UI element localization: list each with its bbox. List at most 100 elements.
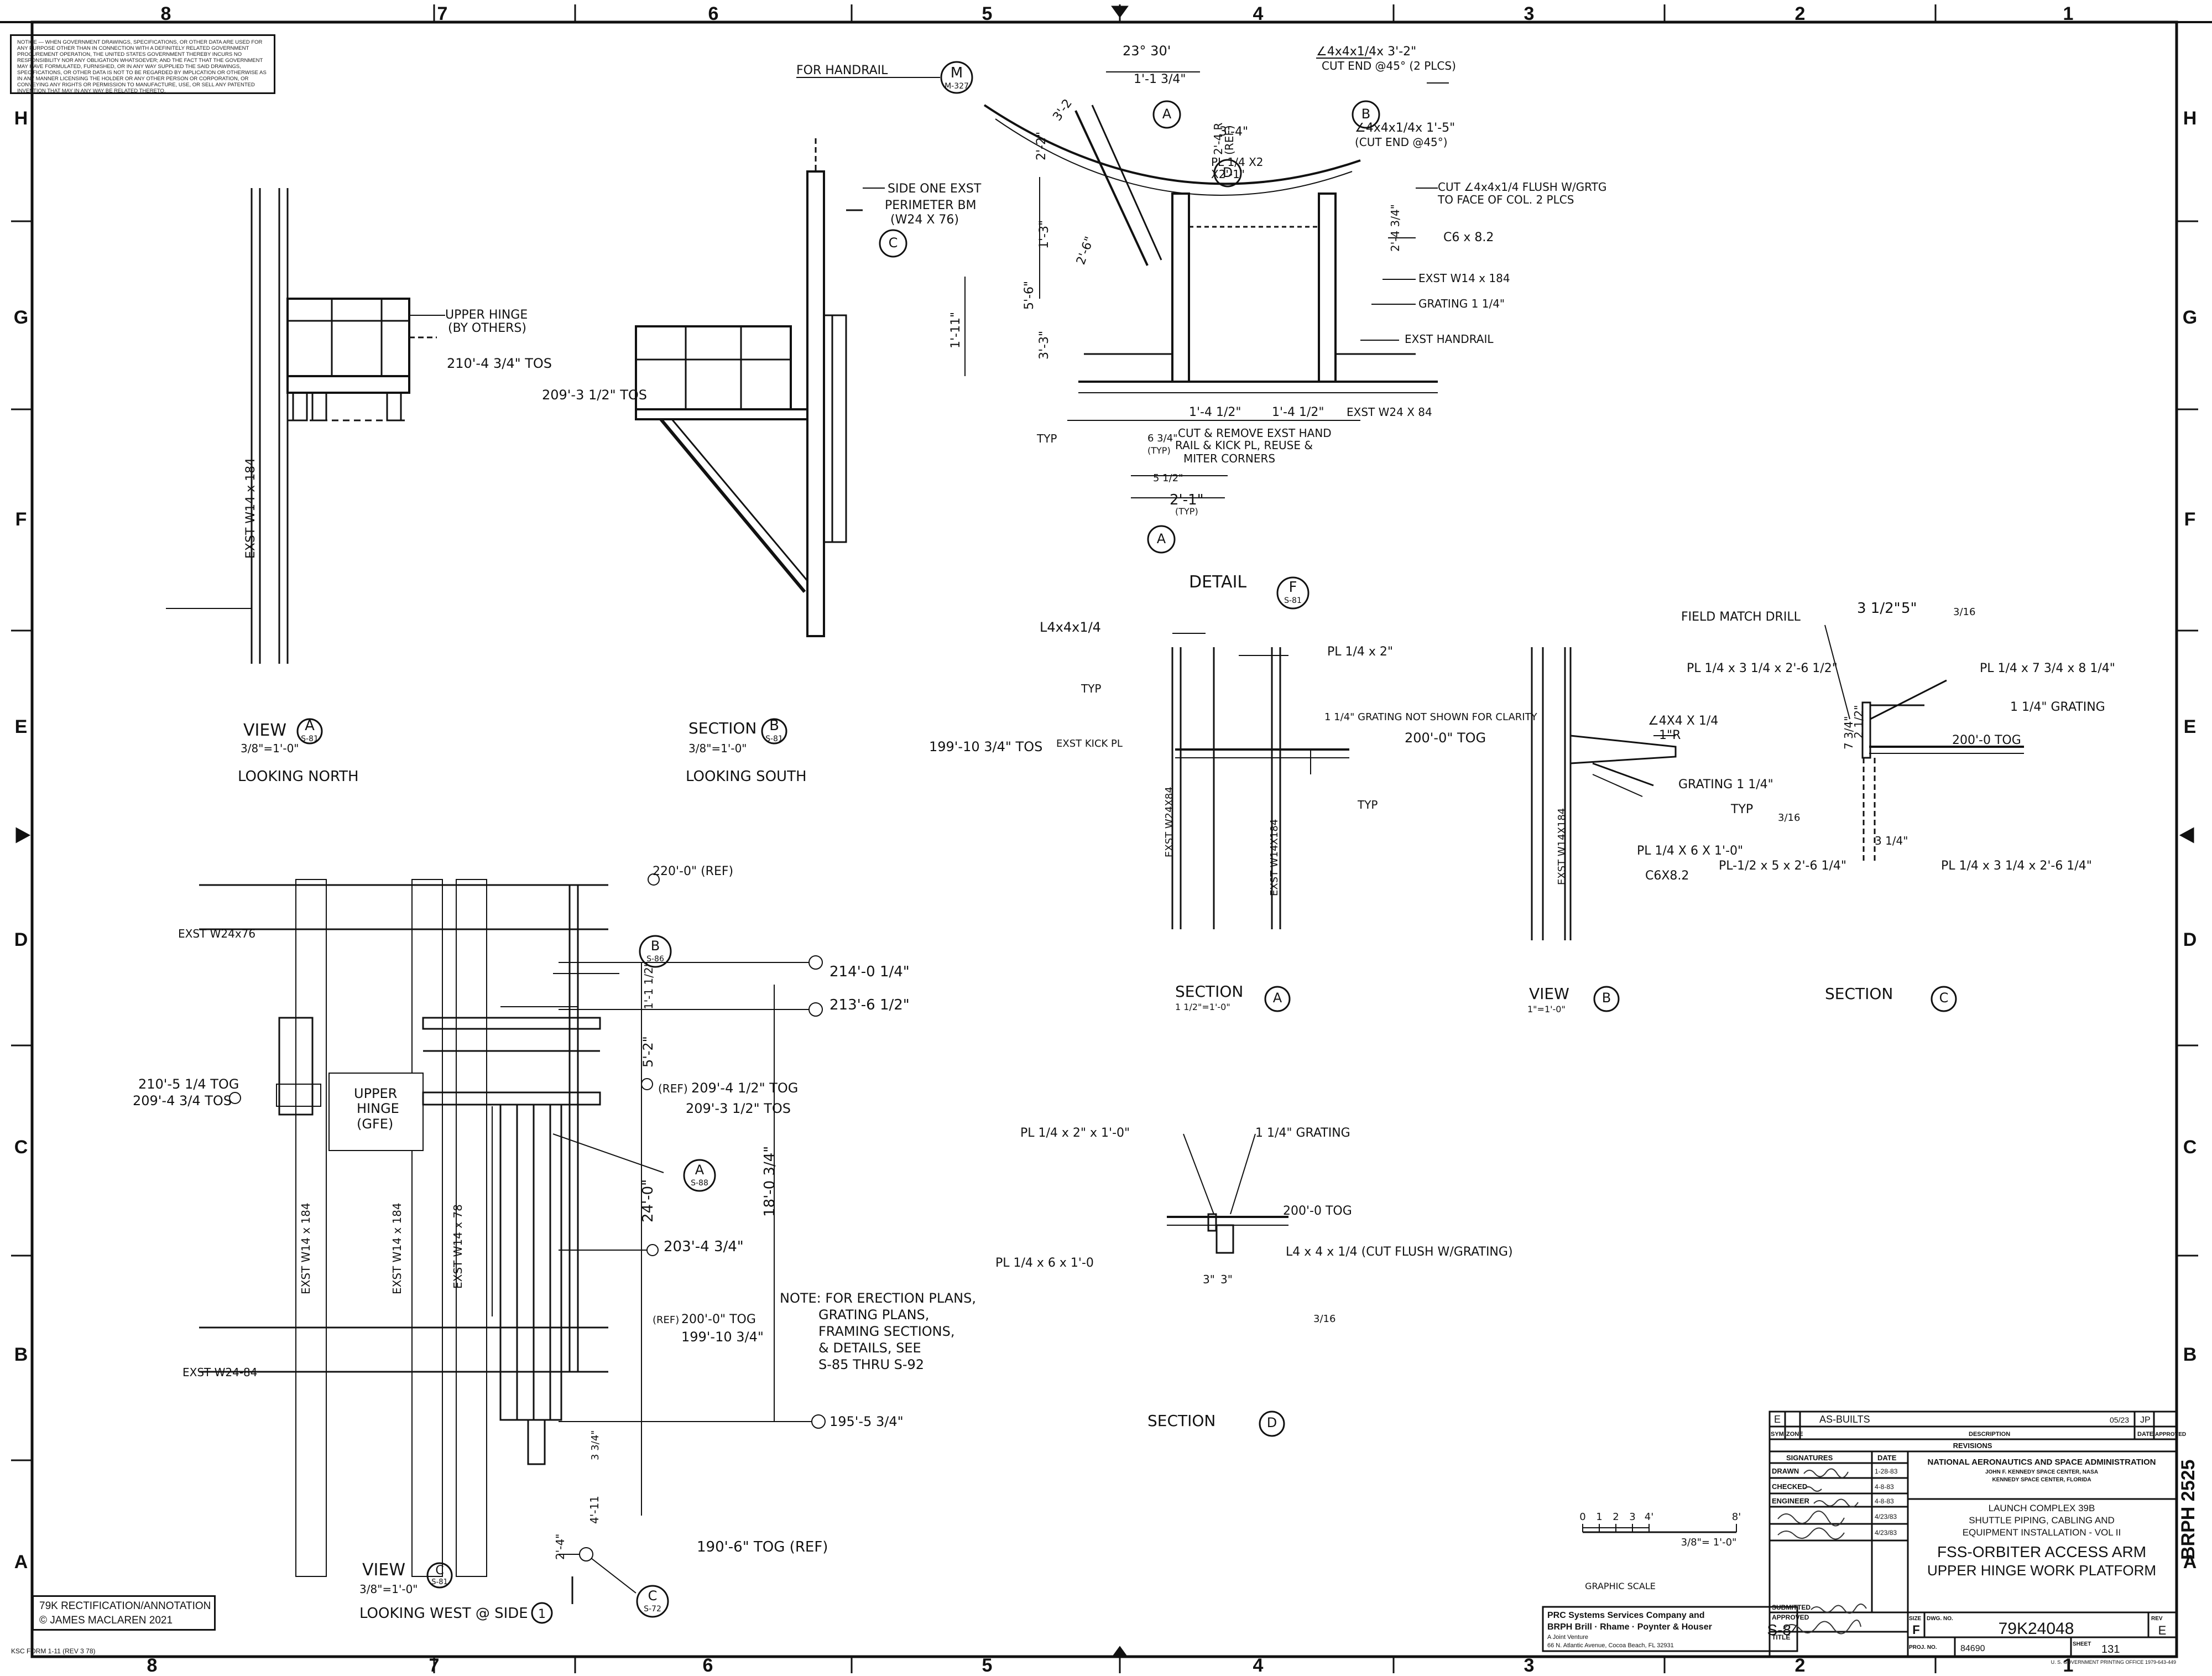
date-5: 4/23/83 — [1875, 1529, 1897, 1537]
scale-tick-0: 0 — [1579, 1511, 1585, 1523]
detail-f-b-circle — [1352, 100, 1380, 129]
view-b-plate: PL 1/4 X 6 X 1'-0" — [1637, 844, 1743, 858]
view-c-beam-1: EXST W24x76 — [178, 927, 255, 940]
rectification-line-2: © JAMES MACLAREN 2021 — [39, 1615, 173, 1626]
detail-f-a-bottom: A — [1157, 531, 1166, 546]
row-label-d-right: D — [2183, 929, 2197, 950]
section-c-plate-4: PL 1/4 x 3 1/4 x 2'-6 1/4" — [1941, 859, 2092, 873]
view-c-ref: S-81 — [431, 1578, 448, 1586]
section-c-drawing — [1824, 624, 2024, 863]
section-a-mark: A — [1273, 990, 1282, 1006]
view-c-mark-circle — [426, 1562, 453, 1589]
section-d-mark: D — [1267, 1415, 1277, 1430]
gpo-line: U. S. GOVERNMENT PRINTING OFFICE 1979-64… — [2051, 1659, 2176, 1665]
section-c-dim-5: 3 1/4" — [1875, 834, 1908, 847]
row-label-a-right: A — [2183, 1552, 2197, 1573]
date-header: DATE — [1877, 1454, 1897, 1462]
detail-f-dim-3: 2'-1" — [1170, 492, 1204, 508]
approved-label: APPROVED — [1772, 1613, 1809, 1621]
border-labels: 8 7 6 5 4 3 2 1 8 7 6 5 4 3 2 1 H G F E … — [14, 3, 2197, 1676]
drawn-date: 1-28-83 — [1875, 1467, 1898, 1475]
detail-f-l1: ∠4x4x1/4x 3'-2" — [1316, 45, 1416, 59]
side-stamp: BRPH 2525 — [2178, 1460, 2199, 1560]
view-c-hinge-3: (GFE) — [357, 1116, 393, 1132]
col-label-5: 5 — [982, 3, 993, 24]
section-d-text: PL 1/4 x 2" x 1'-0" 1 1/4" GRATING 200'-… — [995, 1126, 1513, 1437]
detail-f-channel: C6 x 8.2 — [1443, 231, 1494, 244]
view-c-note-5: S-85 THRU S-92 — [818, 1357, 924, 1372]
hdr-zone: ZONE — [1786, 1431, 1803, 1438]
contractor-line-4: 66 N. Atlantic Avenue, Cocoa Beach, FL 3… — [1547, 1642, 1674, 1649]
view-a-scale: 3/8"=1'-0" — [241, 742, 299, 755]
view-c-c-circle — [636, 1585, 669, 1618]
section-d-plate-2: PL 1/4 x 6 x 1'-0 — [995, 1256, 1094, 1270]
checked-label: CHECKED — [1772, 1482, 1807, 1491]
scale-label: GRAPHIC SCALE — [1585, 1581, 1656, 1591]
rev-desc: AS-BUILTS — [1819, 1414, 1870, 1425]
view-c-elev-5: 209'-4 3/4 TOS — [133, 1093, 232, 1108]
section-c-text: FIELD MATCH DRILL 3 1/2" 5" 3/16 PL 1/4 … — [1681, 600, 2115, 1012]
detail-f-dim-18: (TYP) — [1175, 506, 1198, 517]
hdr-date: DATE — [2137, 1431, 2153, 1438]
detail-f-dim-13: 2'-6" — [1074, 235, 1097, 267]
detail-f-angle: 23° 30' — [1123, 43, 1171, 59]
view-c-caption: LOOKING WEST @ SIDE — [359, 1605, 528, 1622]
detail-f-handrail: FOR HANDRAIL — [796, 64, 888, 77]
col-label-4-bottom: 4 — [1253, 1655, 1264, 1676]
section-c-dim-1: 3 1/2" — [1857, 600, 1901, 617]
detail-f-dim-12: 3'-2 — [1050, 97, 1075, 124]
form-number: KSC FORM 1-11 (REV 3 78) — [11, 1647, 96, 1655]
view-c-column-1: EXST W14 x 184 — [299, 1203, 312, 1294]
view-c-beam-2: EXST W24-84 — [182, 1366, 258, 1379]
view-c-text: EXST W24x76 EXST W24-84 EXST W14 x 184 E… — [133, 865, 976, 1624]
drawn-label: DRAWN — [1772, 1467, 1799, 1475]
section-c-plate-3: PL-1/2 x 5 x 2'-6 1/4" — [1719, 859, 1846, 873]
detail-f-a-top-circle — [1152, 100, 1181, 129]
detail-f-grating: GRATING 1 1/4" — [1418, 297, 1505, 310]
detail-f-dim-15: 5 1/2" — [1153, 472, 1183, 484]
section-d-angle: L4 x 4 x 1/4 (CUT FLUSH W/GRATING) — [1286, 1245, 1513, 1259]
detail-f-dim-7: 5'-6" — [1022, 281, 1036, 310]
detail-f-d-circle — [1213, 159, 1242, 188]
view-c-elev-2: 214'-0 1/4" — [830, 964, 910, 980]
section-d-title: SECTION — [1147, 1412, 1215, 1430]
section-c-mark: C — [1939, 990, 1949, 1006]
agency: NATIONAL AERONAUTICS AND SPACE ADMINISTR… — [1927, 1458, 2156, 1467]
detail-f-dim-10: 2'-2" — [1035, 132, 1048, 160]
rev-value: E — [2158, 1623, 2167, 1637]
view-c-dim-3: 24'-0" — [640, 1179, 656, 1222]
section-c-dim-4: 2 1/2" — [1852, 705, 1865, 738]
contractor-line-3: A Joint Venture — [1547, 1634, 1588, 1641]
view-c-elev-1: 220'-0" (REF) — [653, 865, 733, 878]
view-c-dim-4: 18'-0 3/4" — [761, 1146, 778, 1217]
detail-f-cut3: CUT & REMOVE EXST HAND — [1178, 426, 1332, 440]
project-2: SHUTTLE PIPING, CABLING AND — [1969, 1515, 2115, 1526]
detail-f-dim-2: 1'-4 1/2" — [1272, 405, 1324, 419]
section-a-elev-2: 200'-0" TOG — [1405, 730, 1486, 746]
section-b-drawing — [635, 138, 885, 637]
view-c-elev-3: 213'-6 1/2" — [830, 997, 910, 1013]
detail-f-a-top: A — [1162, 106, 1172, 122]
section-b-text: SIDE ONE EXST PERIMETER BM (W24 X 76) 20… — [542, 182, 982, 785]
view-a-mark-circle — [296, 718, 323, 745]
row-label-b: B — [14, 1344, 28, 1365]
view-b-mark: B — [1602, 990, 1611, 1006]
view-b-scale: 1"=1'-0" — [1527, 1004, 1566, 1014]
section-a-elev-1: 199'-10 3/4" TOS — [929, 739, 1042, 754]
view-c-mark: C — [435, 1564, 444, 1578]
section-b-scale: 3/8"=1'-0" — [688, 742, 747, 755]
view-c-scale: 3/8"=1'-0" — [359, 1583, 418, 1596]
detail-f-drawing — [796, 58, 1449, 498]
center-2: KENNEDY SPACE CENTER, FLORIDA — [1992, 1477, 2091, 1483]
section-b-beam-1: SIDE ONE EXST — [888, 182, 982, 196]
row-label-c-right: C — [2183, 1137, 2197, 1158]
detail-f-plate: PL 1/4 X2 — [1211, 155, 1264, 169]
section-a-column-2: EXST W14X184 — [1269, 819, 1280, 896]
section-a-text: L4x4x1/4 PL 1/4 x 2" TYP 199'-10 3/4" TO… — [929, 620, 1538, 1012]
view-c-side: 1 — [538, 1607, 546, 1621]
detail-f-c: C — [889, 235, 898, 251]
rectification-line-1: 79K RECTIFICATION/ANNOTATION — [39, 1600, 211, 1612]
detail-f-l1b: CUT END @45° (2 PLCS) — [1322, 59, 1456, 72]
detail-f-dim-9: 1'-1 3/4" — [1134, 72, 1186, 86]
